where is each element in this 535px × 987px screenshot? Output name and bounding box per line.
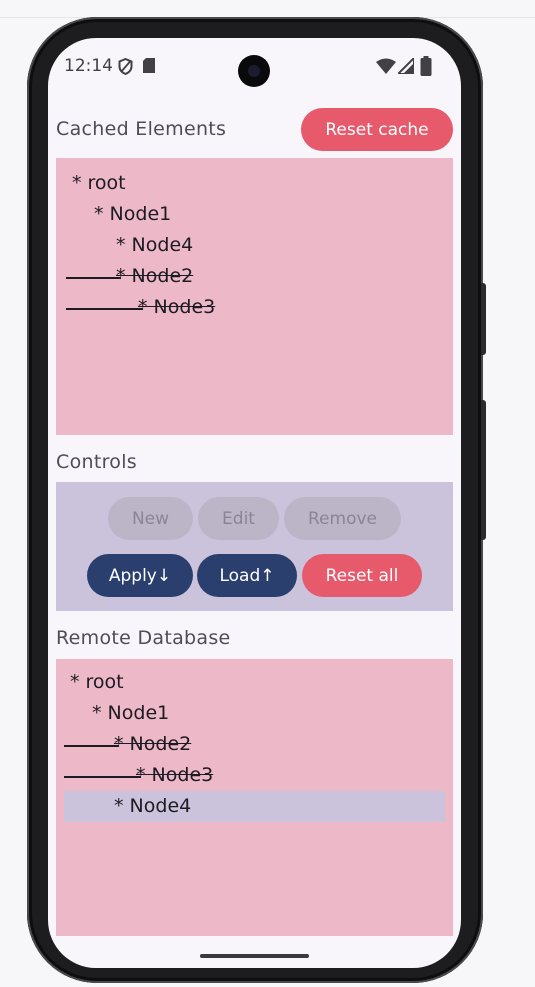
deleted-strike-line <box>64 776 141 778</box>
home-indicator[interactable] <box>200 954 309 958</box>
tree-item-label: * Node3 <box>136 764 214 786</box>
signal-icon <box>398 58 414 74</box>
edit-button[interactable]: Edit <box>198 497 279 540</box>
deleted-strike-line <box>64 745 119 747</box>
status-bar: 12:14 <box>48 38 461 94</box>
reset-all-button[interactable]: Reset all <box>302 554 422 597</box>
controls-title: Controls <box>56 451 137 473</box>
deleted-strike-line <box>66 308 143 310</box>
tree-item-label: * Node4 <box>116 234 194 256</box>
tree-item-label: * root <box>72 172 126 194</box>
tree-item-label: * root <box>70 671 124 693</box>
load-button[interactable]: Load↑ <box>197 554 297 597</box>
remove-button[interactable]: Remove <box>284 497 401 540</box>
status-time: 12:14 <box>64 56 113 76</box>
remote-tree-item[interactable]: * Node1 <box>56 698 453 729</box>
controls-panel: New Edit Remove Apply↓ Load↑ Reset all <box>56 482 453 611</box>
sd-card-icon <box>143 58 155 73</box>
new-button[interactable]: New <box>108 497 193 540</box>
remote-tree-item[interactable]: * root <box>56 667 453 698</box>
tree-item-label: * Node1 <box>92 702 170 724</box>
deleted-strike-line <box>66 277 121 279</box>
cached-tree-panel: * root * Node1 * Node4 * Node2 * Node3 <box>56 158 453 435</box>
tree-item-label: * Node3 <box>138 296 216 318</box>
remote-tree-panel: * root * Node1 * Node2 * Node3 * Node4 <box>56 659 453 936</box>
apply-button[interactable]: Apply↓ <box>87 554 193 597</box>
volume-button <box>481 400 486 540</box>
cached-tree-item[interactable]: * Node2 <box>56 261 453 292</box>
tree-item-label: * Node2 <box>116 265 194 287</box>
cached-tree-item[interactable]: * root <box>56 168 453 199</box>
remote-database-title: Remote Database <box>56 627 231 649</box>
cached-tree-item[interactable]: * Node1 <box>56 199 453 230</box>
tree-item-label: * Node2 <box>114 733 192 755</box>
shield-icon <box>118 58 133 75</box>
cached-tree-item[interactable]: * Node4 <box>56 230 453 261</box>
battery-icon <box>420 56 432 76</box>
cached-tree-item[interactable]: * Node3 <box>56 292 453 323</box>
reset-cache-button[interactable]: Reset cache <box>301 108 453 151</box>
remote-tree-item[interactable]: * Node2 <box>56 729 453 760</box>
cached-elements-title: Cached Elements <box>56 118 227 140</box>
tree-item-label: * Node4 <box>114 795 192 817</box>
power-button <box>481 283 486 355</box>
phone-screen: 12:14 Cached Elements Reset cache * root… <box>48 38 461 968</box>
front-camera <box>238 55 270 87</box>
wifi-icon <box>376 58 396 74</box>
tree-item-label: * Node1 <box>94 203 172 225</box>
remote-tree-item-selected[interactable]: * Node4 <box>64 791 445 822</box>
remote-tree-item[interactable]: * Node3 <box>56 760 453 791</box>
